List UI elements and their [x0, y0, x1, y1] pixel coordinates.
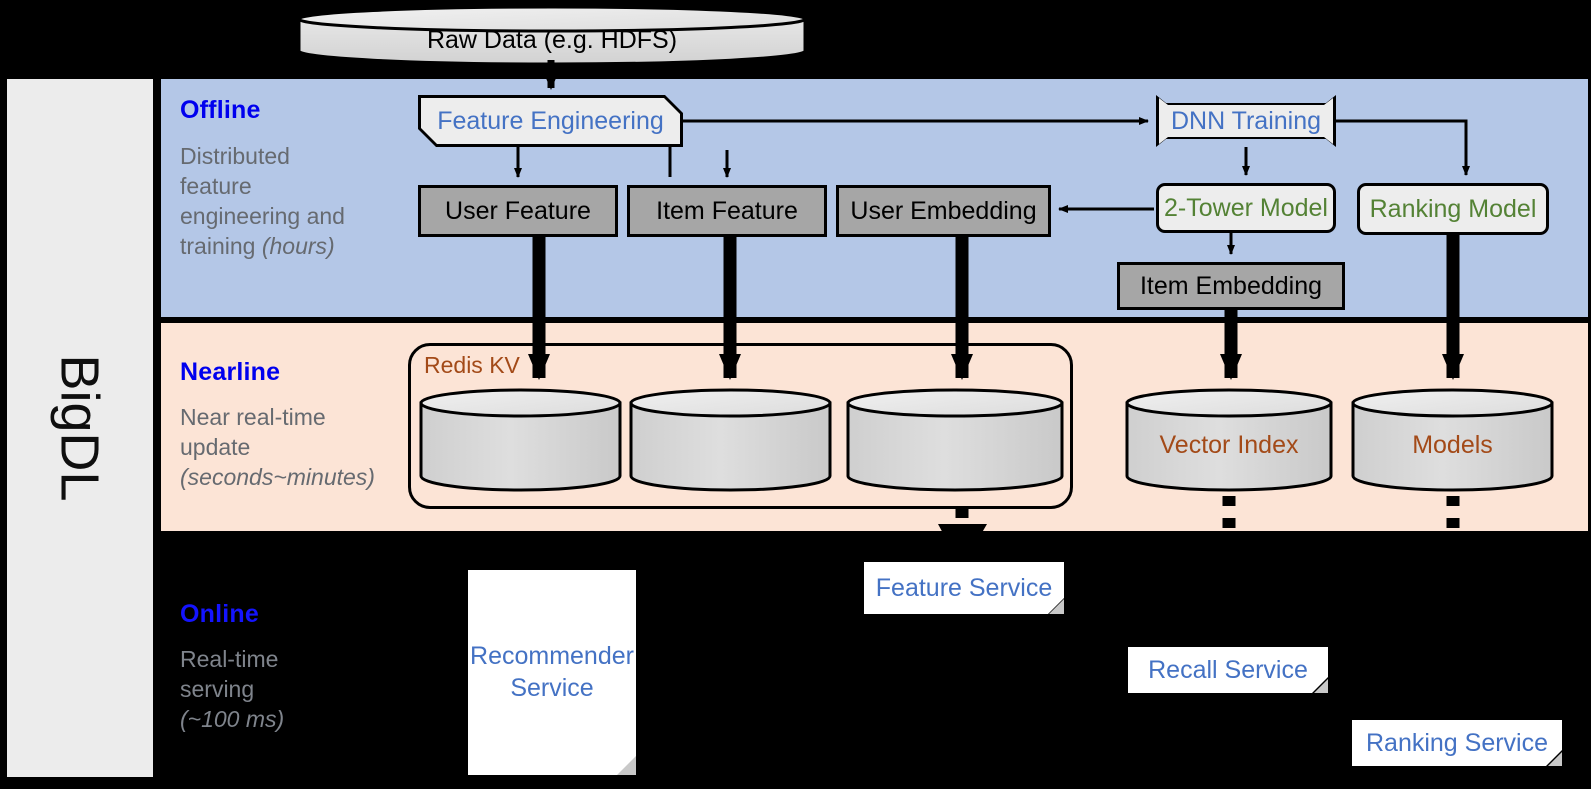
bigdl-label: BigDL	[50, 354, 111, 502]
two-tower-model-label: 2-Tower Model	[1164, 193, 1328, 222]
nearline-title: Nearline	[180, 358, 281, 386]
online-desc-line-2: serving	[180, 675, 255, 702]
models-cylinder[interactable]: Models	[1350, 388, 1555, 494]
offline-description: Distributed feature engineering and trai…	[180, 142, 395, 262]
recommender-service-node[interactable]: Recommender Service	[468, 570, 636, 775]
offline-desc-line-1: Distributed	[180, 143, 290, 169]
store-user-embedding-cylinder[interactable]	[845, 388, 1065, 494]
online-title: Online	[180, 600, 259, 628]
ranking-model-label: Ranking Model	[1369, 194, 1537, 223]
offline-desc-line-3: engineering and	[180, 202, 345, 229]
item-feature-node[interactable]: Item Feature	[627, 185, 827, 237]
user-embedding-node[interactable]: User Embedding	[836, 185, 1051, 237]
recall-service-doc: Recall Service	[1128, 647, 1328, 693]
online-description: Real-time serving (~100 ms)	[180, 645, 400, 735]
dnn-training-label-wrap: DNN Training	[1159, 98, 1333, 144]
recommender-service-doc: Recommender Service	[468, 570, 636, 775]
vector-index-cylinder[interactable]: Vector Index	[1124, 388, 1334, 494]
user-embedding-label: User Embedding	[850, 196, 1037, 225]
recommender-service-label-line-2: Service	[510, 673, 594, 702]
ranking-service-node[interactable]: Ranking Service	[1352, 720, 1562, 766]
ranking-service-doc: Ranking Service	[1352, 720, 1562, 766]
feature-service-doc: Feature Service	[864, 562, 1064, 614]
feature-service-node[interactable]: Feature Service	[864, 562, 1064, 614]
redis-kv-label: Redis KV	[424, 352, 520, 378]
offline-title: Offline	[180, 96, 261, 124]
nearline-desc-line-2: update	[180, 433, 251, 460]
store-item-feature-cylinder[interactable]	[628, 388, 833, 494]
nearline-description: Near real-time update (seconds~minutes)	[180, 403, 415, 493]
feature-engineering-label: Feature Engineering	[437, 106, 664, 135]
offline-desc-emphasis: (hours)	[261, 232, 335, 259]
redis-kv-group	[408, 343, 1073, 509]
feature-engineering-node[interactable]: Feature Engineering	[418, 95, 683, 147]
offline-desc-line-2: feature	[180, 172, 252, 199]
item-feature-label: Item Feature	[656, 196, 798, 225]
online-desc-line-1: Real-time	[180, 646, 279, 672]
bigdl-rail: BigDL	[4, 76, 156, 780]
item-embedding-label: Item Embedding	[1139, 271, 1323, 300]
recommender-service-label-line-1: Recommender	[470, 642, 634, 671]
store-user-feature-cylinder[interactable]	[418, 388, 623, 494]
ranking-model-node[interactable]: Ranking Model	[1357, 183, 1549, 235]
nearline-desc-emphasis: (seconds~minutes)	[180, 463, 375, 490]
feature-service-label: Feature Service	[875, 573, 1053, 602]
feature-engineering-label-wrap: Feature Engineering	[421, 98, 680, 144]
user-feature-label: User Feature	[445, 196, 591, 225]
offline-desc-line-4: training	[180, 232, 262, 259]
online-desc-emphasis: (~100 ms)	[180, 705, 285, 732]
raw-data-cylinder: Raw Data (e.g. HDFS)	[296, 4, 808, 66]
recall-service-label: Recall Service	[1148, 655, 1308, 684]
nearline-desc-line-1: Near real-time	[180, 404, 326, 430]
dnn-training-label: DNN Training	[1170, 106, 1322, 135]
two-tower-model-node[interactable]: 2-Tower Model	[1156, 183, 1336, 233]
recall-service-node[interactable]: Recall Service	[1128, 647, 1328, 693]
dnn-training-node[interactable]: DNN Training	[1156, 95, 1336, 147]
item-embedding-node[interactable]: Item Embedding	[1117, 262, 1345, 310]
user-feature-node[interactable]: User Feature	[418, 185, 618, 237]
ranking-service-label: Ranking Service	[1365, 728, 1549, 757]
